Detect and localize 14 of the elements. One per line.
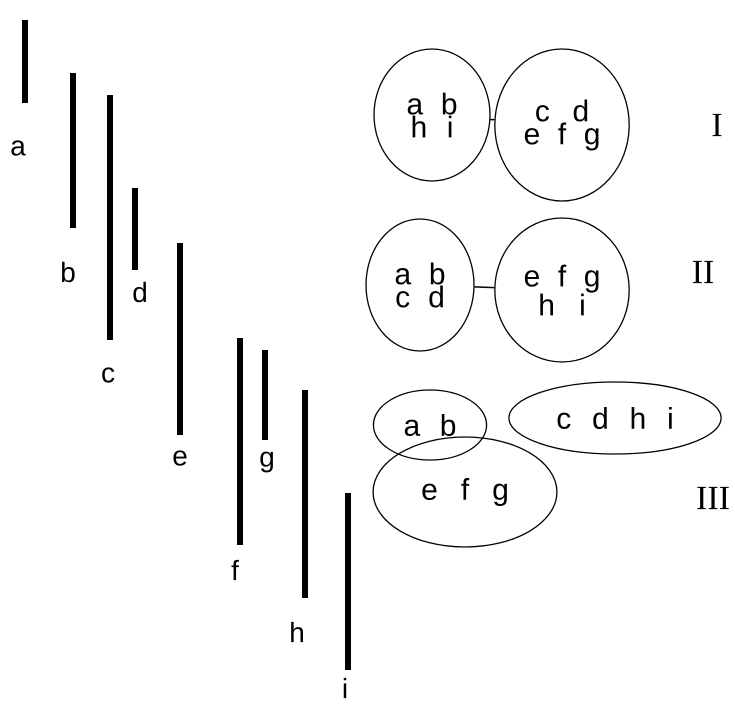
bar-label: e: [173, 450, 187, 466]
bar-label: h: [291, 622, 303, 642]
roman-numeral: III: [697, 486, 729, 510]
roman-numeral: II: [692, 260, 714, 284]
bar-label: a: [11, 140, 26, 156]
bar-label: f: [232, 560, 239, 580]
bar-label: i: [344, 678, 346, 698]
roman-numeral: I: [712, 114, 722, 136]
bar-label: g: [260, 452, 273, 472]
connector-line: [490, 118, 494, 121]
bar-label: b: [62, 262, 75, 282]
bar-label: d: [133, 282, 146, 302]
bar-label: c: [102, 367, 114, 383]
connector-line: [474, 286, 494, 288]
